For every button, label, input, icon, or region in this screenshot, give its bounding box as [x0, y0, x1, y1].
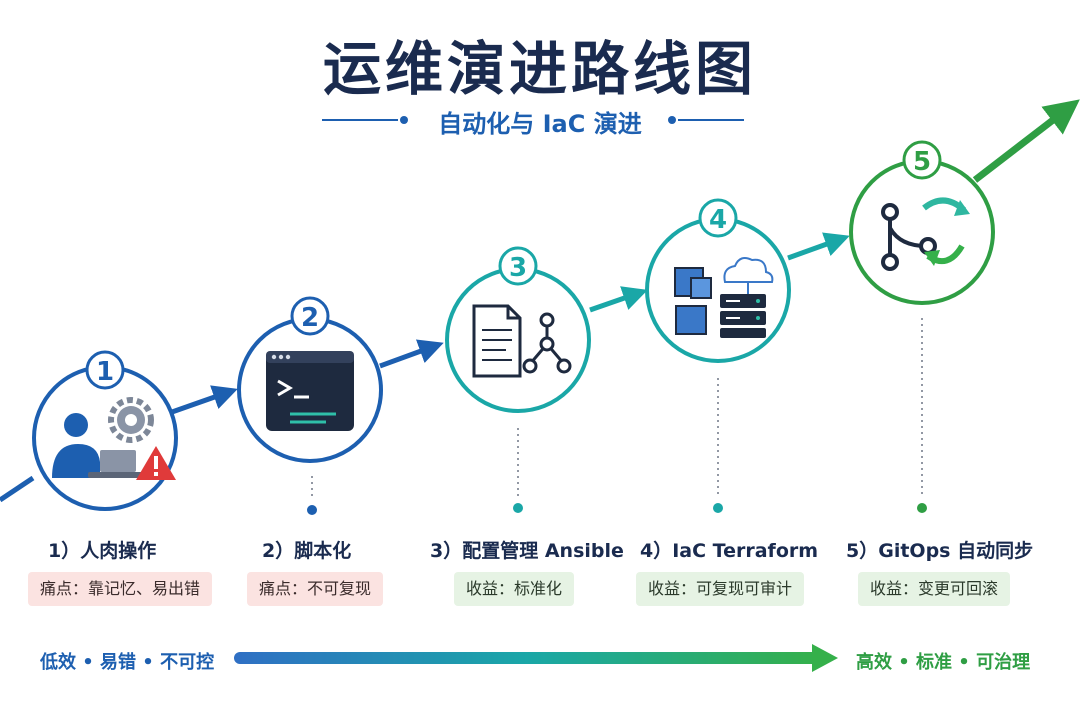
person-icon: [52, 413, 100, 478]
step-2-node: 2: [237, 296, 383, 463]
terminal-icon: [266, 351, 354, 431]
bottom-left-caption: 低效 • 易错 • 不可控: [40, 652, 215, 673]
step-2-badge: 痛点：不可复现: [247, 572, 384, 606]
cloud-icon: [723, 257, 774, 294]
connector-start: [0, 475, 35, 503]
step-4-badge: 收益：可复现可审计: [636, 572, 805, 606]
sync-icon: [922, 197, 970, 266]
step-3-badge: 收益：标准化: [454, 572, 575, 606]
step-3-number: 3: [509, 253, 527, 283]
step-4-number: 4: [709, 205, 727, 235]
step-1-label: 1）人肉操作: [48, 540, 157, 562]
connector-1-2: [171, 385, 238, 415]
subtitle-left-line: [322, 119, 398, 121]
step-4-label: 4）IaC Terraform: [640, 540, 819, 562]
subtitle-right-dot: [668, 116, 676, 124]
step-1-number: 1: [96, 357, 114, 387]
step-4-node: 4: [645, 198, 791, 363]
bottom-right-caption: 高效 • 标准 • 可治理: [856, 652, 1031, 673]
step-3-node: 3: [445, 246, 591, 413]
step-5-badge: 收益：变更可回滚: [858, 572, 1011, 606]
subtitle-left-dot: [400, 116, 408, 124]
document-icon: [472, 304, 522, 378]
warning-icon: [136, 446, 176, 480]
connector-3-4: [589, 286, 648, 313]
subtitle-row: 自动化与 IaC 演进: [0, 100, 1080, 140]
subtitle: 自动化与 IaC 演进: [438, 110, 642, 138]
step-1-node: 1: [32, 350, 178, 511]
drop-lines: [307, 318, 927, 515]
connector-4-5: [787, 232, 850, 261]
page-title: 运维演进路线图: [322, 35, 757, 103]
cubes-icon: [674, 267, 712, 335]
connector-2-3: [379, 339, 444, 369]
connector-final: [972, 99, 1080, 183]
step-5-label: 5）GitOps 自动同步: [846, 540, 1034, 562]
node-graph-icon: [522, 312, 572, 374]
gear-icon: [108, 397, 154, 443]
subtitle-right-line: [678, 119, 744, 121]
step-2-number: 2: [301, 303, 319, 333]
step-1-badge: 痛点：靠记忆、易出错: [28, 572, 213, 606]
step-connectors: [0, 99, 1080, 503]
progress-gradient-arrow: [234, 644, 838, 672]
step-5-number: 5: [913, 147, 931, 177]
server-icon: [720, 294, 766, 338]
step-2-label: 2）脚本化: [262, 540, 352, 562]
laptop-icon: [88, 450, 144, 478]
step-5-node: 5: [849, 140, 995, 305]
step-3-label: 3）配置管理 Ansible: [430, 540, 624, 562]
